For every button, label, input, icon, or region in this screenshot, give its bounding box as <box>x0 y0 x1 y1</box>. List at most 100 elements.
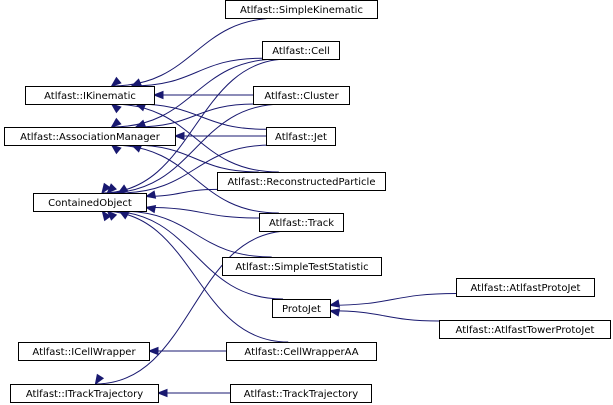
node-box[interactable] <box>230 384 372 403</box>
edge-line <box>145 188 218 197</box>
node-label: Atlfast::CellWrapperAA <box>244 347 358 358</box>
edge-track-to-itrack-trajectory <box>94 230 290 386</box>
edge-reconstructed-particle-to-contained-object <box>144 188 218 199</box>
edge-simple-kinematic-to-ikinematic <box>110 17 279 87</box>
edge-line <box>111 103 279 173</box>
node-atlfast-tower-proto-jet[interactable]: Atlfast::AtlfastTowerProtoJet <box>439 320 611 339</box>
edges-layer <box>94 17 457 398</box>
node-label: ProtoJet <box>282 304 321 315</box>
node-reconstructed-particle[interactable]: Atlfast::ReconstructedParticle <box>217 172 386 191</box>
node-label: Atlfast::ReconstructedParticle <box>228 177 376 188</box>
node-box[interactable] <box>225 0 378 19</box>
arrowhead-icon <box>147 346 159 356</box>
edge-reconstructed-particle-to-ikinematic <box>110 103 279 173</box>
edge-line <box>111 17 279 87</box>
node-box[interactable] <box>217 172 386 191</box>
arrowhead-icon <box>144 190 157 199</box>
node-label: Atlfast::ITrackTrajectory <box>26 389 143 400</box>
node-label: Atlfast::Track <box>269 218 334 229</box>
node-jet[interactable]: Atlfast::Jet <box>266 127 336 146</box>
node-track[interactable]: Atlfast::Track <box>259 213 344 232</box>
arrowhead-icon <box>110 103 122 114</box>
edge-cluster-to-ikinematic <box>152 90 254 100</box>
edge-jet-to-contained-object <box>117 144 272 194</box>
arrowhead-icon <box>130 78 143 87</box>
node-box[interactable] <box>253 86 350 105</box>
node-atlfast-proto-jet[interactable]: Atlfast::AtlfastProtoJet <box>456 278 595 297</box>
node-label: Atlfast::AssociationManager <box>20 132 161 143</box>
node-box[interactable] <box>262 41 340 60</box>
edge-line <box>145 206 260 219</box>
edge-line <box>131 144 259 173</box>
node-ikinematic[interactable]: Atlfast::IKinematic <box>25 86 155 105</box>
node-label: ContainedObject <box>48 198 132 209</box>
node-label: Atlfast::Cluster <box>264 91 339 102</box>
node-label: Atlfast::TrackTrajectory <box>244 389 359 400</box>
node-cell[interactable]: Atlfast::Cell <box>262 41 340 60</box>
arrowhead-icon <box>173 131 185 141</box>
edge-line <box>329 292 457 306</box>
node-cell-wrapper-aa[interactable]: Atlfast::CellWrapperAA <box>226 342 377 361</box>
arrowhead-icon <box>106 183 117 194</box>
arrowhead-icon <box>134 119 147 128</box>
node-proto-jet[interactable]: ProtoJet <box>272 299 331 318</box>
node-box[interactable] <box>4 127 176 146</box>
arrowhead-icon <box>94 373 105 386</box>
arrowhead-icon <box>110 76 122 87</box>
edge-cluster-to-contained-object <box>106 103 284 194</box>
edge-jet-to-association-manager <box>173 131 266 141</box>
node-label: Atlfast::Jet <box>275 132 327 143</box>
node-box[interactable] <box>18 342 150 361</box>
arrowhead-icon <box>328 308 341 317</box>
edge-cell-wrapper-aa-to-contained-object <box>101 209 289 343</box>
node-itrack-trajectory[interactable]: Atlfast::ITrackTrajectory <box>10 384 159 403</box>
arrowhead-icon <box>144 204 157 214</box>
node-box[interactable] <box>272 299 331 318</box>
node-label: Atlfast::IKinematic <box>44 91 136 102</box>
edge-line <box>329 310 440 322</box>
arrowhead-icon <box>117 184 129 194</box>
node-box[interactable] <box>259 213 344 232</box>
edge-cell-wrapper-aa-to-icell-wrapper <box>147 346 227 356</box>
arrowhead-icon <box>152 90 164 100</box>
edge-track-trajectory-to-itrack-trajectory <box>156 388 230 398</box>
edge-line <box>107 103 284 194</box>
arrowhead-icon <box>328 299 341 308</box>
node-box[interactable] <box>266 127 336 146</box>
edge-line <box>135 103 255 128</box>
node-box[interactable] <box>439 320 611 339</box>
node-simple-kinematic[interactable]: Atlfast::SimpleKinematic <box>225 0 378 19</box>
arrowhead-icon <box>101 209 112 222</box>
node-box[interactable] <box>226 342 377 361</box>
node-box[interactable] <box>10 384 159 403</box>
edge-cell-to-contained-object <box>101 58 289 195</box>
edge-cluster-to-association-manager <box>134 103 255 128</box>
edge-line <box>101 58 289 194</box>
node-label: Atlfast::Cell <box>272 46 330 57</box>
node-icell-wrapper[interactable]: Atlfast::ICellWrapper <box>18 342 150 361</box>
edge-track-to-contained-object <box>144 204 260 219</box>
node-box[interactable] <box>33 193 147 212</box>
edge-cell-to-ikinematic <box>130 57 263 87</box>
node-association-manager[interactable]: Atlfast::AssociationManager <box>4 127 176 146</box>
node-label: Atlfast::AtlfastProtoJet <box>471 283 581 294</box>
node-box[interactable] <box>25 86 155 105</box>
node-cluster[interactable]: Atlfast::Cluster <box>253 86 350 105</box>
edge-line <box>111 144 279 214</box>
node-box[interactable] <box>222 257 382 276</box>
node-label: Atlfast::ICellWrapper <box>32 347 136 358</box>
edge-atlfast-tower-proto-jet-to-proto-jet <box>328 308 440 322</box>
edge-line <box>119 210 272 258</box>
node-box[interactable] <box>456 278 595 297</box>
node-simple-test-statistic[interactable]: Atlfast::SimpleTestStatistic <box>222 257 382 276</box>
arrowhead-icon <box>156 388 168 398</box>
arrowhead-icon <box>110 144 122 155</box>
edge-line <box>107 210 284 300</box>
node-label: Atlfast::SimpleTestStatistic <box>235 262 368 273</box>
arrowhead-icon <box>101 182 111 195</box>
arrowhead-icon <box>110 117 122 128</box>
edge-jet-to-ikinematic <box>134 103 267 130</box>
node-track-trajectory[interactable]: Atlfast::TrackTrajectory <box>230 384 372 403</box>
node-contained-object[interactable]: ContainedObject <box>33 193 147 212</box>
